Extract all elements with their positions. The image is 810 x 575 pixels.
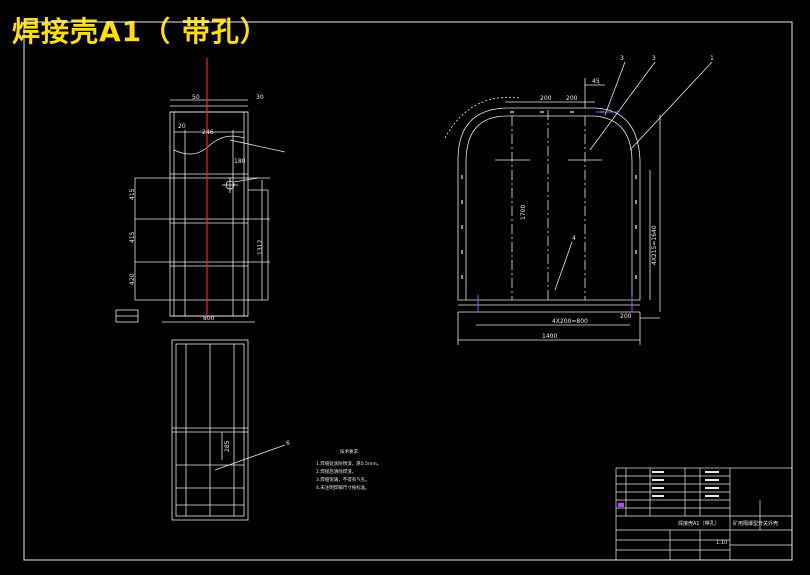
- dim-285: 285: [224, 440, 231, 452]
- dim-4x215: 4X215=1640: [651, 225, 658, 265]
- note-line-3: 3.焊缝饱满，不得有气孔。: [316, 476, 370, 483]
- left-elevation-view: [115, 99, 286, 323]
- dim-180: 180: [234, 158, 246, 165]
- title-block-part-row: 矿用隔爆型开关外壳: [733, 520, 778, 527]
- dim-415-a: 415: [129, 188, 136, 200]
- sheet-border: [23, 21, 793, 561]
- leader-label-6: 6: [286, 440, 290, 447]
- note-line-4: 4.未注明焊脚尺寸按标准。: [316, 484, 370, 491]
- right-section-view: [444, 61, 713, 345]
- note-line-2: 2.焊接后清除焊渣。: [316, 468, 356, 475]
- bottom-plan-view: [171, 339, 286, 521]
- technical-notes: 技术要求 1.焊缝处涂防锈漆，厚0.5mm。 2.焊接后清除焊渣。 3.焊缝饱满…: [316, 448, 381, 491]
- dim-246: 246: [202, 129, 214, 136]
- dim-top-200-a: 200: [540, 95, 552, 102]
- dim-top-200-b: 200: [566, 95, 578, 102]
- drawing-title: 焊接壳A1（ 带孔）: [12, 15, 269, 48]
- dim-20: 20: [178, 123, 186, 130]
- dim-1400: 1400: [542, 333, 557, 340]
- dim-200: 200: [620, 313, 632, 320]
- title-block: [615, 467, 793, 561]
- dim-4x200: 4X200=800: [552, 318, 588, 325]
- note-line-1: 1.焊缝处涂防锈漆，厚0.5mm。: [316, 460, 381, 467]
- leader-label-4: 4: [572, 235, 576, 242]
- dim-420: 420: [129, 273, 136, 285]
- leader-label-3b: 3: [652, 55, 656, 62]
- dim-800: 800: [203, 315, 215, 322]
- title-block-accent: [618, 503, 624, 507]
- dim-top-45: 45: [592, 78, 600, 85]
- dim-top-50: 50: [192, 94, 200, 101]
- title-block-drawing-name: 焊接壳A1（带孔）: [678, 520, 720, 527]
- notes-heading: 技术要求: [340, 448, 358, 455]
- title-block-scale: 1:10: [716, 540, 727, 546]
- dim-top-30: 30: [256, 94, 264, 101]
- dim-415-b: 415: [129, 231, 136, 243]
- leader-label-3a: 3: [620, 55, 624, 62]
- leader-label-1: 1: [710, 55, 714, 62]
- dim-1312: 1312: [257, 240, 264, 255]
- dim-1700: 1700: [520, 205, 527, 220]
